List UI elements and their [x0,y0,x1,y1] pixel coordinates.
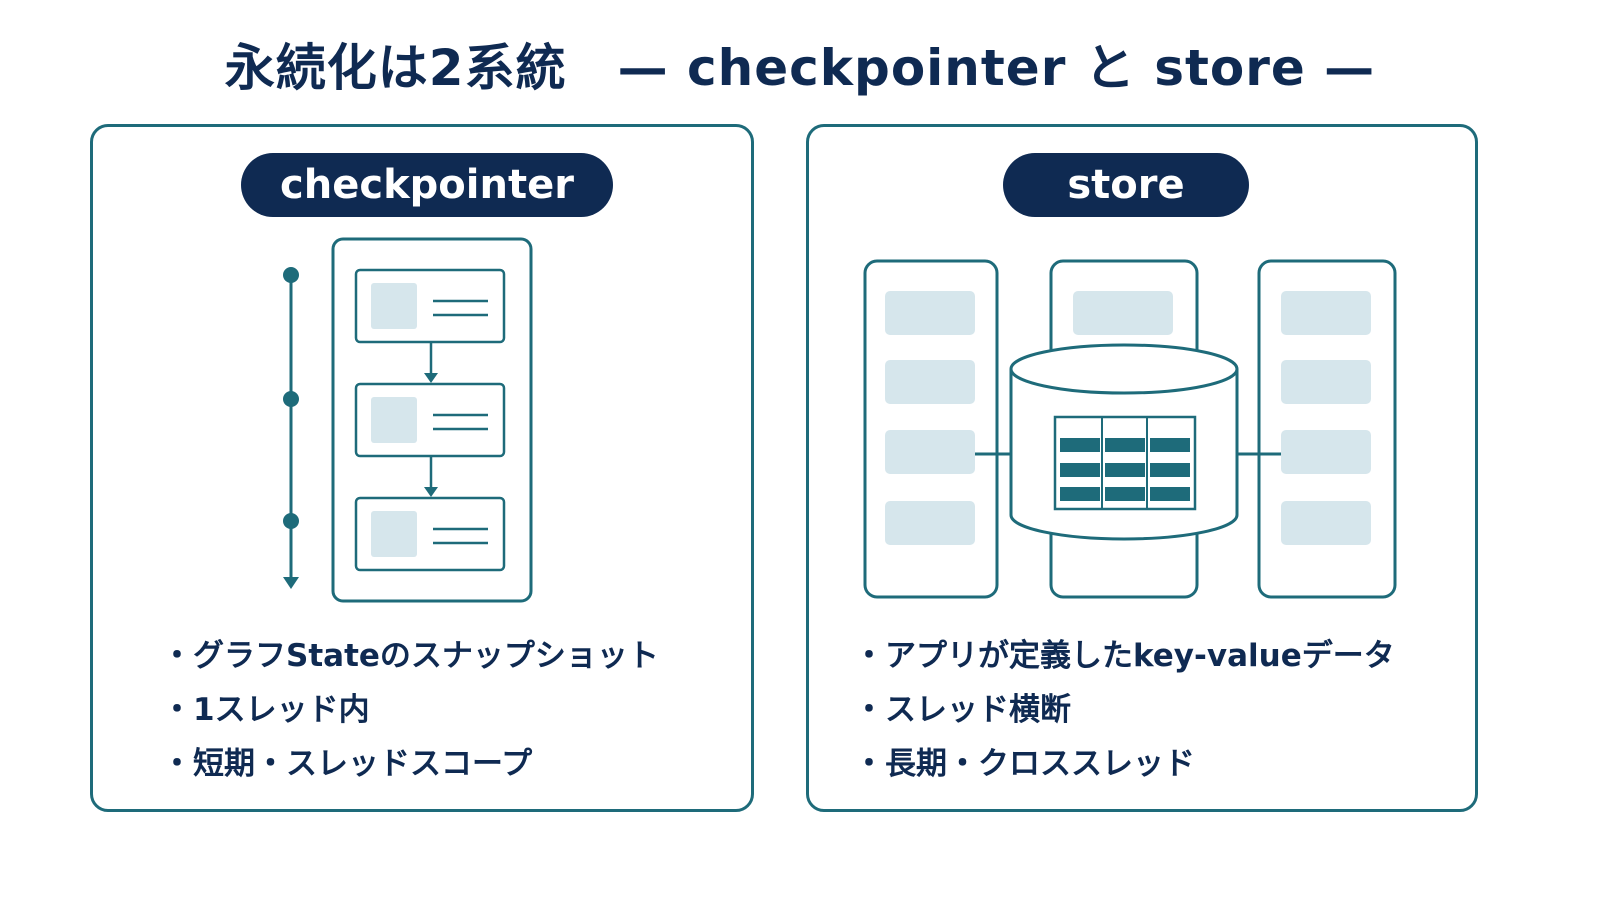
bullet-item: ・短期・スレッドスコープ [161,746,533,782]
store-bullets: ・アプリが定義したkey-valueデータ ・スレッド横断 ・長期・クロススレッ… [853,629,1395,791]
checkpointer-bullets: ・グラフStateのスナップショット ・1スレッド内 ・短期・スレッドスコープ [161,629,659,791]
checkpointer-label: checkpointer [241,153,613,217]
timeline-arrowhead [283,577,299,589]
arrow-down-icon [424,373,438,383]
database-icon [1009,343,1239,541]
store-label: store [1003,153,1249,217]
thread-column [1257,259,1397,599]
thread-column [863,259,999,599]
checkpointer-diagram [283,237,533,603]
bullet-item: ・グラフStateのスナップショット [161,638,659,674]
snapshot-card [354,268,506,344]
timeline-dot [283,267,299,283]
timeline-dot [283,513,299,529]
bullet-item: ・スレッド横断 [853,692,1072,728]
checkpointer-panel: checkpointer [90,124,754,812]
snapshot-card [354,496,506,572]
snapshot-card [354,382,506,458]
store-panel: store [806,124,1478,812]
store-diagram [863,259,1397,599]
arrow-down-icon [424,487,438,497]
bullet-item: ・アプリが定義したkey-valueデータ [853,638,1395,674]
timeline-dot [283,391,299,407]
bullet-item: ・1スレッド内 [161,692,370,728]
bullet-item: ・長期・クロススレッド [853,746,1196,782]
page-title: 永続化は2系統 — checkpointer と store — [224,39,1376,97]
timeline [283,267,299,589]
